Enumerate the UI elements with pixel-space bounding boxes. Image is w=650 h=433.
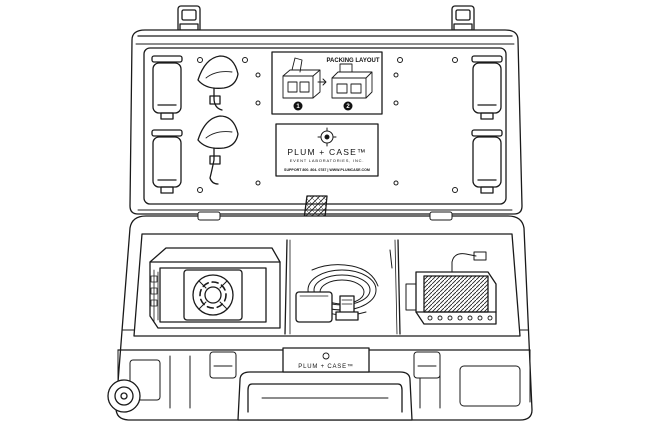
antenna-icon (197, 115, 239, 185)
packing-step-2-diagram (331, 63, 373, 99)
cable-plug (335, 295, 359, 321)
fan-icon (183, 269, 243, 321)
target-logo-icon (317, 127, 337, 147)
brand-name: PLUM + CASE™ (287, 147, 366, 157)
brand-plate (275, 123, 379, 177)
hinges (197, 211, 453, 221)
brand-subtitle: EVENT LABORATORIES, INC. (290, 158, 365, 163)
panel-screws (197, 57, 458, 193)
fan-module (149, 247, 281, 329)
packing-layout-title: PACKING LAYOUT (326, 58, 379, 64)
antenna-icon (197, 55, 239, 111)
lid-latch-left (177, 5, 201, 33)
battery-icon (151, 129, 183, 194)
target-logo-icon (322, 352, 330, 360)
base-latch-right (413, 351, 441, 379)
front-plate-brand: PLUM + CASE™ (298, 363, 353, 370)
brand-support: SUPPORT 800. 804. 0787 | WWW.PLUMCASE.CO… (284, 168, 370, 172)
power-adapter (295, 291, 333, 323)
packing-step-1-label: 1 (296, 104, 300, 110)
wheel (107, 379, 141, 413)
packing-layout-card (271, 51, 383, 115)
base-latch-left (209, 351, 237, 379)
battery-icon (151, 55, 183, 120)
battery-icon (471, 129, 503, 194)
router-icon (405, 251, 497, 325)
lid-latch-right (451, 5, 475, 33)
handle[interactable] (237, 371, 413, 421)
front-plate (282, 347, 370, 373)
battery-icon (471, 55, 503, 120)
case-lid (129, 5, 523, 251)
packing-step-2-label: 2 (346, 104, 350, 110)
packing-step-1-diagram (282, 57, 321, 99)
case-base (107, 211, 533, 421)
